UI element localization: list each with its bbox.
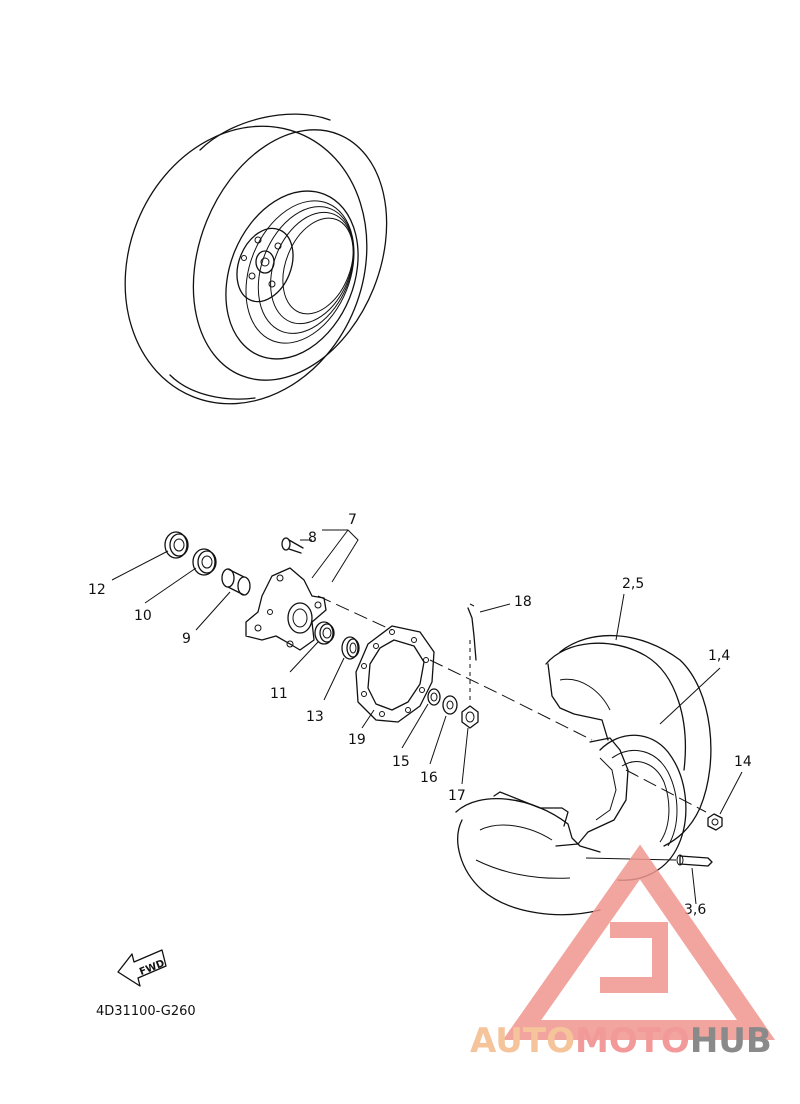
watermark-logo-icon bbox=[502, 844, 776, 1040]
bearing-11 bbox=[314, 621, 335, 645]
callout-12: 12 bbox=[88, 582, 106, 598]
callout-18: 18 bbox=[514, 594, 532, 610]
leader-lines bbox=[111, 529, 743, 905]
fwd-label: FWD bbox=[138, 958, 166, 978]
watermark-part-1: AUTO bbox=[470, 1021, 575, 1061]
collar-9 bbox=[221, 568, 251, 596]
watermark-part-2: MOTO bbox=[575, 1021, 690, 1061]
callout-14: 14 bbox=[734, 754, 752, 770]
callout-8: 8 bbox=[308, 530, 317, 546]
callout-7: 7 bbox=[348, 512, 357, 528]
oil-seal-13 bbox=[341, 636, 360, 660]
fwd-arrow-icon: FWD bbox=[117, 949, 167, 987]
disc-plate-19 bbox=[355, 625, 435, 723]
wheel-hub-7 bbox=[245, 567, 327, 651]
callout-3-6: 3,6 bbox=[684, 902, 706, 918]
callout-11: 11 bbox=[270, 686, 288, 702]
callout-17: 17 bbox=[448, 788, 466, 804]
callout-2-5: 2,5 bbox=[622, 576, 644, 592]
washer-15 bbox=[427, 688, 441, 706]
washer-16 bbox=[442, 695, 458, 715]
bolt-8 bbox=[281, 537, 304, 554]
callout-labels: 12 10 9 8 7 11 13 19 15 16 17 18 2,5 1,4… bbox=[88, 512, 752, 918]
callout-16: 16 bbox=[420, 770, 438, 786]
assembled-wheel bbox=[124, 113, 388, 405]
diagram-code: 4D31100-G260 bbox=[96, 1004, 196, 1019]
watermark-part-3: HUB bbox=[690, 1021, 772, 1061]
callout-19: 19 bbox=[348, 732, 366, 748]
nut-14 bbox=[707, 813, 723, 831]
assembly-axis bbox=[317, 595, 707, 813]
nut-17 bbox=[461, 705, 479, 729]
bearing-12 bbox=[164, 531, 189, 559]
callout-1-4: 1,4 bbox=[708, 648, 730, 664]
cotter-pin-18 bbox=[467, 603, 477, 661]
watermark-text: AUTOMOTOHUB bbox=[470, 1021, 772, 1061]
bearing-10 bbox=[192, 548, 217, 576]
tire-2-5 bbox=[455, 635, 712, 916]
callout-13: 13 bbox=[306, 709, 324, 725]
callout-15: 15 bbox=[392, 754, 410, 770]
callout-9: 9 bbox=[182, 631, 191, 647]
callout-10: 10 bbox=[134, 608, 152, 624]
